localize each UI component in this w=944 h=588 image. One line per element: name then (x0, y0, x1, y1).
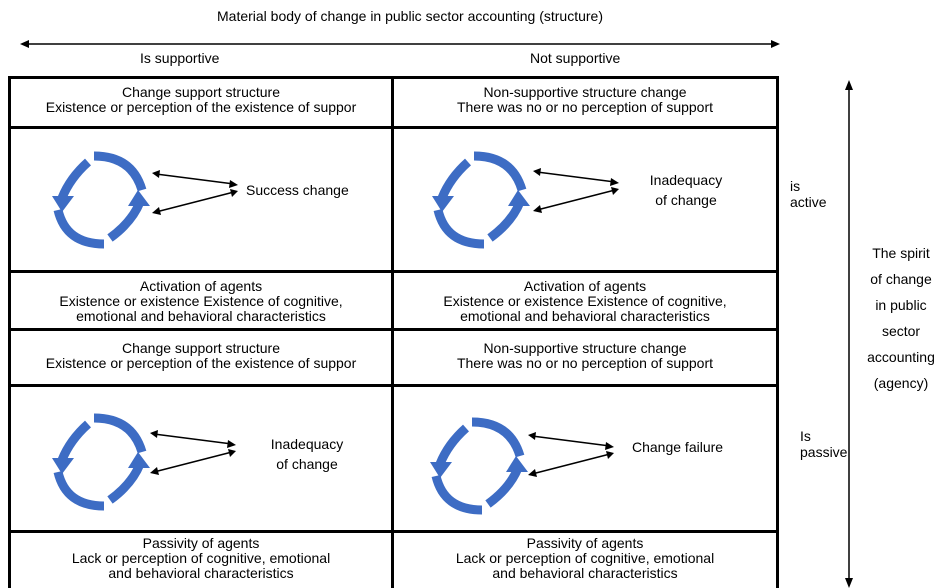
agency-label: The spirit of change in public sector ac… (867, 245, 935, 391)
double-arrow-icon (533, 168, 619, 213)
double-arrow-icon (150, 430, 236, 475)
double-arrow-icon (528, 432, 614, 477)
cycle-arrows-icon (52, 413, 150, 511)
cycle-arrows-icon (52, 151, 150, 249)
outcome-label: Change failure (632, 439, 724, 455)
outcome-label: Success change (246, 182, 349, 198)
horizontal-double-arrow-icon (20, 40, 780, 48)
diagram-title: Material body of change in public sector… (217, 8, 603, 24)
vertical-double-arrow-icon (845, 80, 853, 588)
double-arrow-icon (152, 170, 238, 215)
cycle-arrows-icon (432, 151, 530, 249)
column-header-not-supportive: Not supportive (530, 50, 621, 66)
column-header-supportive: Is supportive (140, 50, 220, 66)
cycle-arrows-icon (430, 417, 528, 515)
